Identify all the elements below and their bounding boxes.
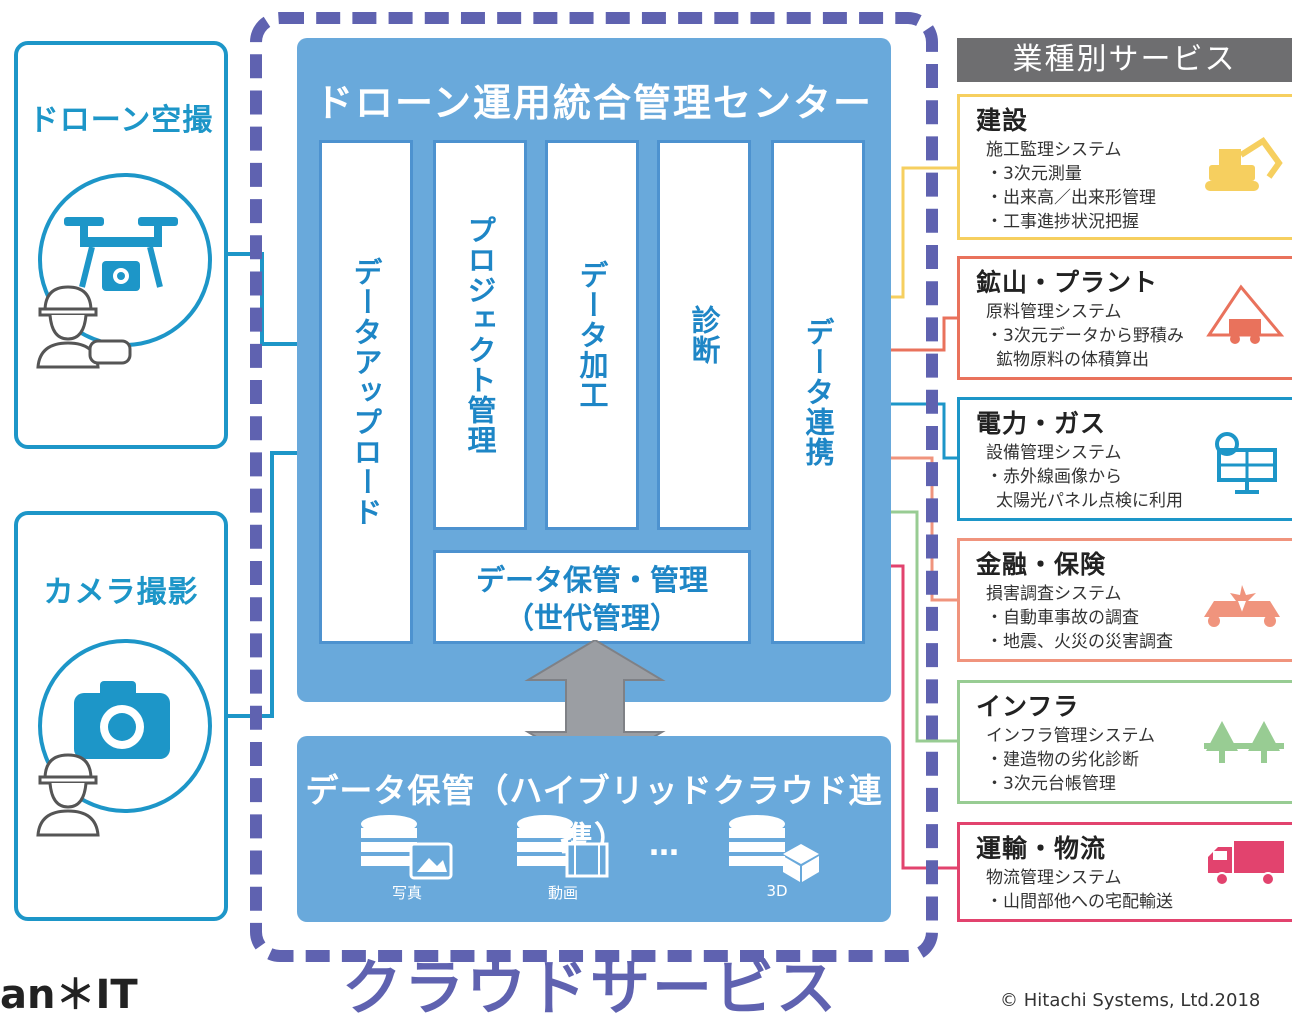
module-project-management: プロジェクト管理 [433,140,527,530]
storage-management-label: データ保管・管理 （世代管理） [436,561,748,637]
cloud-service-label: クラウドサービス [342,954,838,1024]
storage-management-line2: （世代管理） [504,601,679,635]
service-line: 施工監理システム [986,140,1122,160]
service-line: ・3次元データから野積み [986,326,1184,346]
service-line: ・3次元台帳管理 [986,774,1116,794]
footer-logo: an＊IT [0,972,138,1018]
service-line: ・自動車事故の調査 [986,608,1139,628]
worker-icon [36,753,100,837]
module-data-upload-label: データアップロード [349,257,383,527]
service-line: 損害調査システム [986,584,1122,604]
service-transport-logistics: 運輸・物流 物流管理システム ・山間部他への宅配輸送 [957,822,1292,922]
service-finance-insurance-title: 金融・保険 [976,550,1107,579]
camera-connector [206,451,320,718]
cloud-storage-ellipsis: … [649,828,679,863]
excavator-icon [1205,136,1283,191]
module-data-upload: データアップロード [319,140,413,644]
service-mining-plant-title: 鉱山・プラント [976,268,1159,297]
drone-source-title: ドローン空撮 [28,103,214,138]
module-data-processing-label: データ加工 [575,260,609,410]
module-storage-management: データ保管・管理 （世代管理） [433,550,751,644]
copyright-text: © Hitachi Systems, Ltd.2018 [1000,990,1261,1011]
drone-source-box: ドローン空撮 [14,41,228,449]
database-photo-icon [361,815,453,880]
module-data-processing: データ加工 [545,140,639,530]
service-line: ・3次元測量 [986,164,1082,184]
cloud-storage-video-label: 動画 [547,884,578,902]
service-construction-title: 建設 [976,106,1029,135]
car-accident-icon [1204,585,1280,627]
module-diagnosis-label: 診断 [687,305,721,365]
service-line: 原料管理システム [986,302,1122,322]
service-infrastructure-title: インフラ [976,692,1080,721]
service-line: インフラ管理システム [986,726,1155,746]
cloud-storage-3d-label: 3D [766,882,788,900]
module-project-management-label: プロジェクト管理 [463,215,497,455]
service-power-gas-title: 電力・ガス [976,409,1107,438]
service-line: ・地震、火災の災害調査 [986,632,1173,652]
solar-panel-icon [1215,432,1277,494]
camera-source-box: カメラ撮影 [14,511,228,921]
industry-services-header: 業種別サービス [957,38,1292,82]
service-finance-insurance: 金融・保険 損害調査システム ・自動車事故の調査 ・地震、火災の災害調査 [957,538,1292,662]
storage-management-line1: データ保管・管理 [475,563,708,597]
service-line: ・山間部他への宅配輸送 [986,892,1173,912]
service-line: ・建造物の劣化診断 [986,750,1139,770]
management-center-panel: ドローン運用統合管理センター データアップロード プロジェクト管理 データ加工 … [297,38,891,702]
service-line: 鉱物原料の体積算出 [996,350,1149,370]
service-line: ・工事進捗状況把握 [986,212,1139,232]
service-line: 太陽光パネル点検に利用 [996,491,1183,511]
drone-icon [64,217,178,291]
module-diagnosis: 診断 [657,140,751,530]
module-data-linkage: データ連携 [771,140,865,644]
truck-icon [1208,841,1284,886]
link-mining [866,316,957,352]
service-mining-plant: 鉱山・プラント 原料管理システム ・3次元データから野積み 鉱物原料の体積算出 [957,256,1292,380]
worker-with-controller-icon [36,285,132,369]
service-construction: 建設 施工監理システム ・3次元測量 ・出来高／出来形管理 ・工事進捗状況把握 [957,94,1292,240]
database-video-icon [517,815,609,878]
service-line: ・赤外線画像から [986,467,1122,487]
service-infrastructure: インフラ インフラ管理システム ・建造物の劣化診断 ・3次元台帳管理 [957,680,1292,804]
service-power-gas: 電力・ガス 設備管理システム ・赤外線画像から 太陽光パネル点検に利用 [957,397,1292,521]
service-line: ・出来高／出来形管理 [986,188,1156,208]
drone-circle [38,173,212,347]
cloud-storage-photo-label: 写真 [391,884,422,902]
bridge-icon [1204,721,1284,763]
mine-cart-icon [1206,284,1285,344]
drone-connector [206,252,320,346]
link-power [866,402,957,460]
service-line: 設備管理システム [986,443,1122,463]
module-data-linkage-label: データ連携 [801,317,835,467]
service-transport-logistics-title: 運輸・物流 [976,834,1107,863]
database-3d-icon [729,815,819,882]
cloud-service-frame [250,12,938,962]
camera-icon [74,681,170,759]
camera-source-title: カメラ撮影 [43,575,199,610]
management-center-title: ドローン運用統合管理センター [314,81,874,125]
service-line: 物流管理システム [986,868,1122,888]
cloud-storage-panel: データ保管（ハイブリッドクラウド連携） 写真 動画 … 3D [297,736,891,922]
